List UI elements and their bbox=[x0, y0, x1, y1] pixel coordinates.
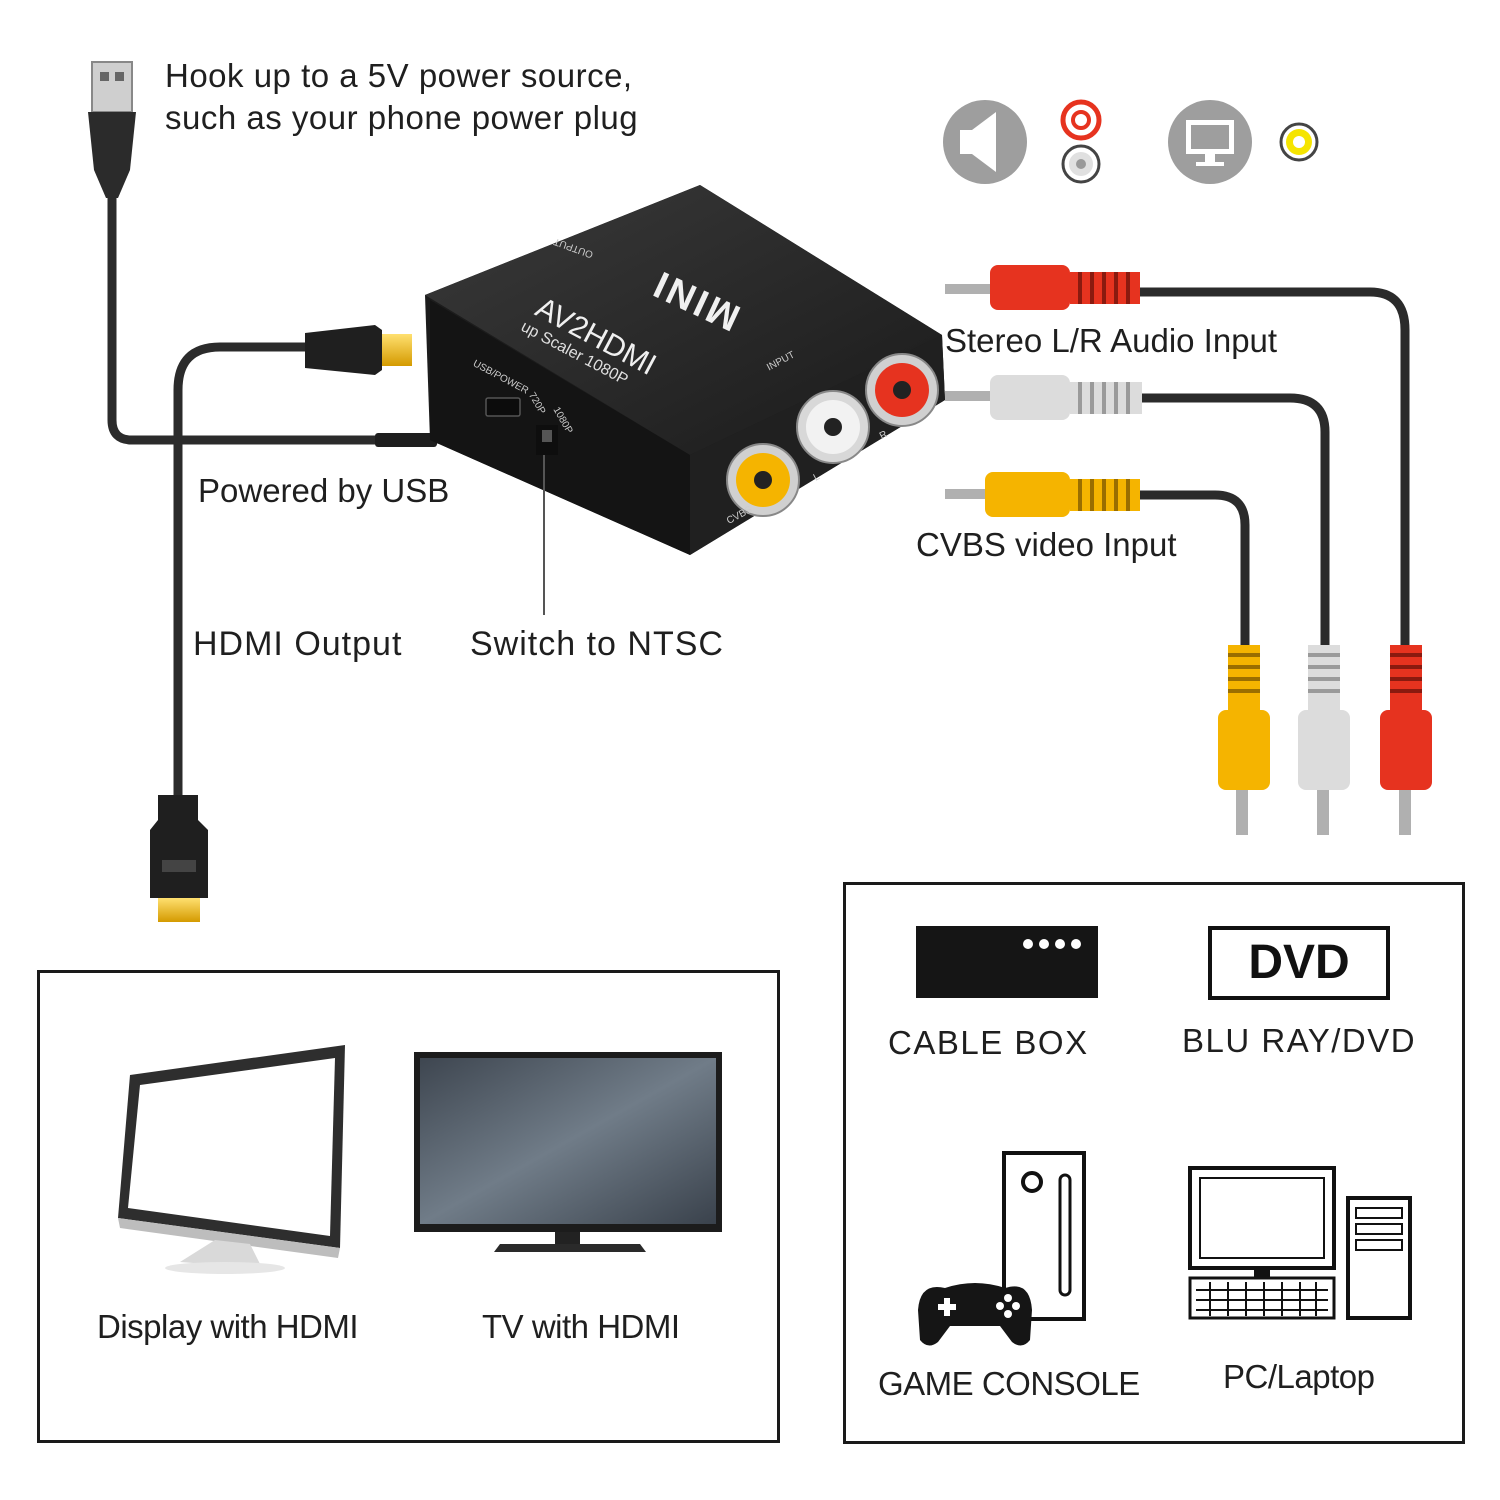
yellow-jack-icon bbox=[1279, 122, 1319, 162]
red-plug-top bbox=[945, 265, 1140, 310]
cable-box-label: CABLE BOX bbox=[888, 1024, 1089, 1061]
usb-plug-body bbox=[88, 112, 136, 198]
hdmi-plug-top bbox=[305, 325, 382, 375]
white-jack-icon bbox=[1061, 144, 1101, 184]
powered-by-usb-label: Powered by USB bbox=[198, 472, 450, 509]
dvd-label: BLU RAY/DVD bbox=[1182, 1022, 1417, 1059]
hdmi-plug-bottom-gold bbox=[158, 898, 200, 922]
adapter-box bbox=[425, 185, 945, 555]
mini-usb-plug bbox=[375, 433, 437, 447]
red-jack-icon bbox=[1060, 99, 1102, 141]
tv-label: TV with HDMI bbox=[482, 1308, 680, 1345]
white-plug-bottom bbox=[1298, 645, 1350, 835]
power-source-note: Hook up to a 5V power source, such as yo… bbox=[165, 55, 638, 139]
usb-plug-metal bbox=[91, 61, 133, 113]
cvbs-input-label: CVBS video Input bbox=[916, 526, 1177, 563]
usb-cable bbox=[88, 61, 453, 447]
monitor-icon bbox=[1168, 100, 1252, 184]
yellow-plug-bottom bbox=[1218, 645, 1270, 835]
l-jack bbox=[796, 390, 870, 464]
output-devices-panel bbox=[37, 970, 780, 1443]
yellow-plug-top bbox=[945, 472, 1140, 517]
display-label: Display with HDMI bbox=[97, 1308, 359, 1345]
red-plug-bottom bbox=[1380, 645, 1432, 835]
hdmi-plug-top-gold bbox=[382, 334, 412, 366]
mini-usb-port bbox=[485, 397, 521, 417]
rca-cables bbox=[945, 265, 1432, 835]
power-note-line1: Hook up to a 5V power source, bbox=[165, 57, 633, 94]
pc-label: PC/Laptop bbox=[1223, 1358, 1375, 1395]
power-note-line2: such as your phone power plug bbox=[165, 99, 639, 136]
hdmi-plug-bottom bbox=[150, 795, 208, 898]
white-plug-top bbox=[945, 375, 1142, 420]
speaker-icon bbox=[943, 100, 1027, 184]
hdmi-cable bbox=[150, 325, 412, 922]
r-jack bbox=[865, 353, 939, 427]
game-console-label: GAME CONSOLE bbox=[878, 1365, 1140, 1402]
cvbs-jack bbox=[726, 443, 800, 517]
hdmi-output-label: HDMI Output bbox=[193, 625, 403, 663]
switch-ntsc-label: Switch to NTSC bbox=[470, 625, 724, 663]
dvd-badge: DVD bbox=[1248, 936, 1350, 989]
stereo-input-label: Stereo L/R Audio Input bbox=[945, 322, 1278, 359]
